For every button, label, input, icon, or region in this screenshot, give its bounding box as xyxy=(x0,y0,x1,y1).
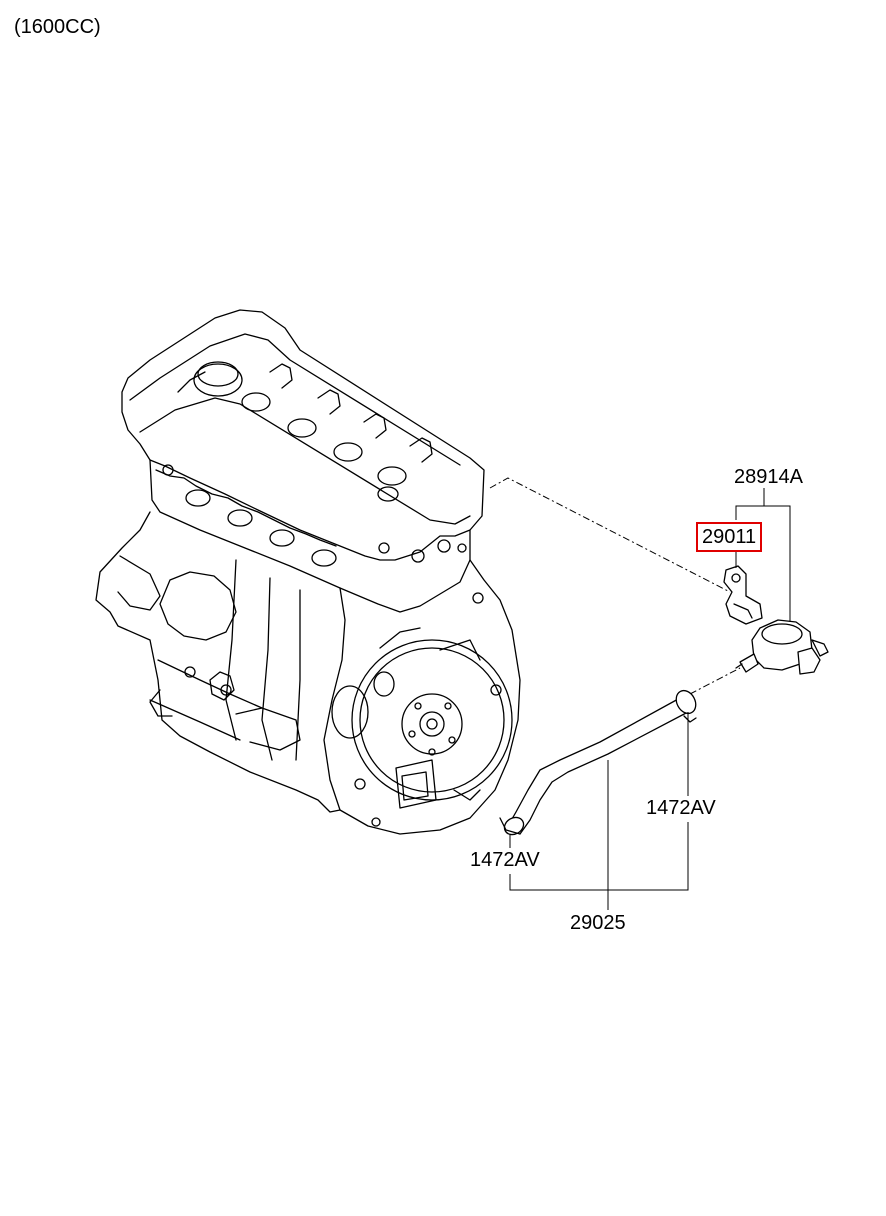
leader-lines xyxy=(509,488,791,910)
guide-line-upper xyxy=(489,477,731,593)
engine-block-icon xyxy=(95,309,521,835)
callout-1472AV-right[interactable]: 1472AV xyxy=(646,797,716,819)
callout-29011-highlighted[interactable]: 29011 xyxy=(696,522,763,552)
hose-clamp-icon xyxy=(499,689,697,836)
pcv-valve-icon xyxy=(723,565,829,675)
callout-1472AV-left[interactable]: 1472AV xyxy=(470,849,540,871)
guide-line-lower xyxy=(689,667,741,695)
engine-variant-label: (1600CC) xyxy=(14,16,101,38)
callout-29025[interactable]: 29025 xyxy=(570,912,626,934)
callout-28914A[interactable]: 28914A xyxy=(734,466,803,488)
